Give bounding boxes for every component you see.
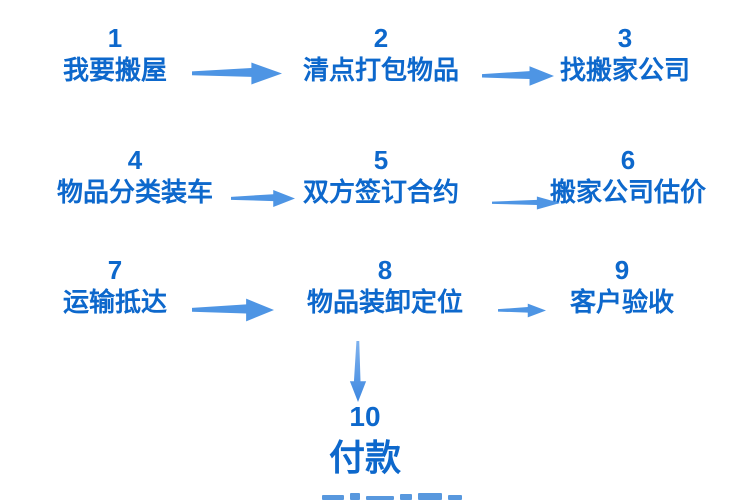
flow-step-9: 9 客户验收 [537,254,707,318]
step-label: 物品分类装车 [56,177,213,207]
step-number: 6 [620,145,636,175]
arrow-down-icon-8-to-10 [348,341,368,402]
step-number: 3 [617,23,633,53]
step-number: 9 [614,255,630,285]
cutoff-text-strip [322,493,472,500]
step-number: 2 [373,23,389,53]
step-label: 双方签订合约 [302,177,459,207]
step-number: 5 [373,145,389,175]
step-number: 7 [107,255,123,285]
step-label: 我要搬屋 [62,55,167,85]
flow-step-10: 10 付款 [280,401,450,479]
step-number: 4 [127,145,143,175]
flow-step-5: 5 双方签订合约 [296,144,466,208]
step-label: 找搬家公司 [559,55,690,85]
step-label: 运输抵达 [62,287,167,317]
flow-step-3: 3 找搬家公司 [540,22,710,86]
arrow-right-icon-7-to-8 [192,296,274,324]
glyph-top-fragment [366,496,394,500]
glyph-top-fragment [400,494,412,500]
step-label: 客户验收 [569,287,674,317]
flow-step-2: 2 清点打包物品 [296,22,466,86]
step-number: 1 [107,23,123,53]
step-label: 清点打包物品 [302,55,459,85]
arrow-right-icon-8-to-9 [498,302,546,319]
step-label: 付款 [328,437,401,478]
glyph-top-fragment [350,493,360,500]
flow-step-6: 6 搬家公司估价 [543,144,713,208]
flow-step-4: 4 物品分类装车 [50,144,220,208]
flow-step-8: 8 物品装卸定位 [300,254,470,318]
step-label: 搬家公司估价 [549,177,706,207]
glyph-top-fragment [322,495,344,500]
arrow-right-icon-4-to-5 [231,188,295,209]
step-label: 物品装卸定位 [306,287,463,317]
flow-step-7: 7 运输抵达 [30,254,200,318]
step-number: 8 [377,255,393,285]
flow-step-1: 1 我要搬屋 [30,22,200,86]
arrow-right-icon-1-to-2 [192,60,282,87]
glyph-top-fragment [448,495,462,500]
glyph-top-fragment [418,493,442,500]
step-number: 10 [349,401,381,432]
arrow-right-icon-5-to-6 [492,194,560,212]
arrow-right-icon-2-to-3 [482,64,554,88]
